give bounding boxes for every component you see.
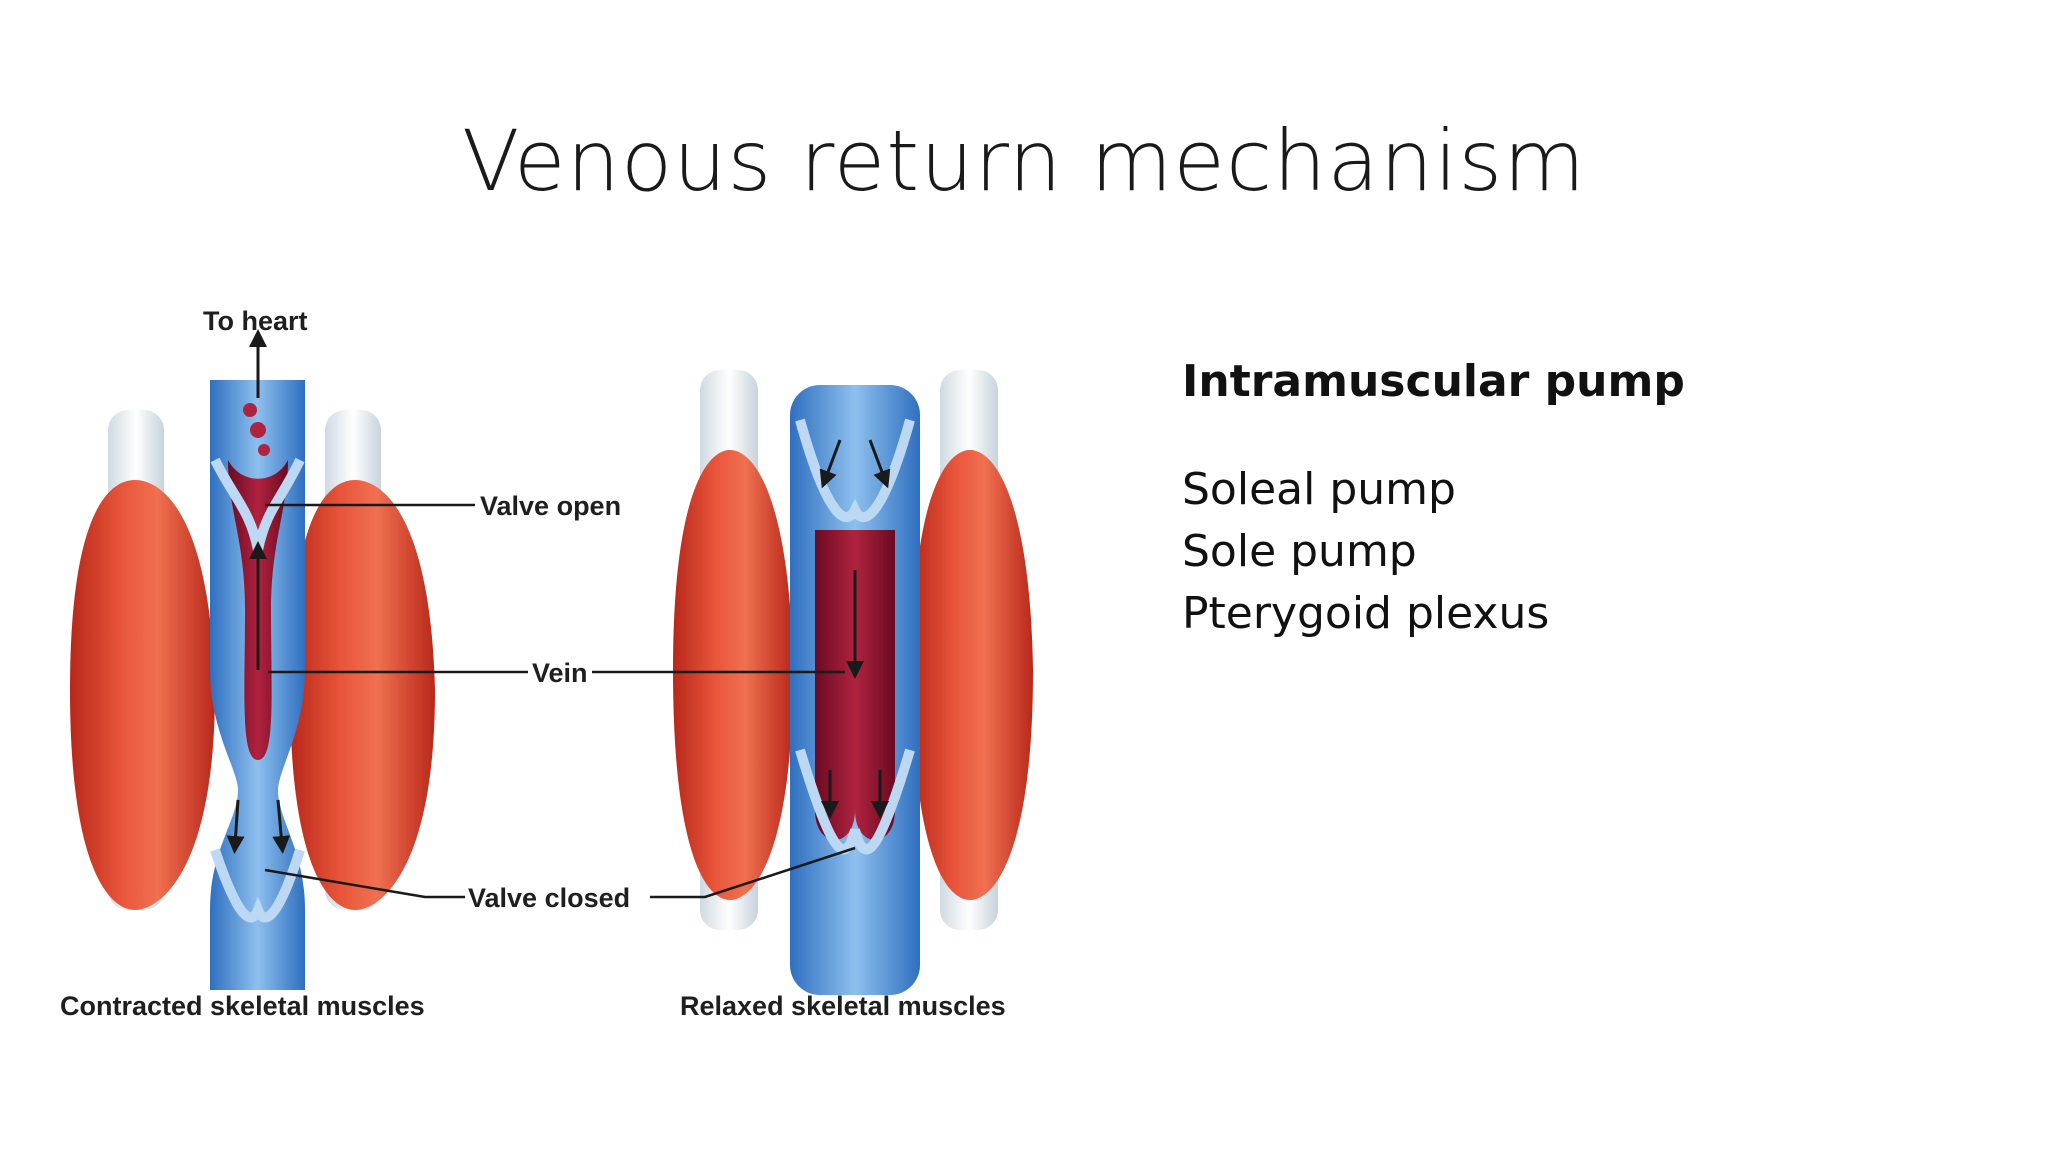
relaxed-muscle-left [673, 370, 793, 930]
list-item: Pterygoid plexus [1182, 583, 1962, 645]
panel-list: Soleal pump Sole pump Pterygoid plexus [1182, 459, 1962, 645]
venous-return-diagram: To heart Valve open Vein Valve closed Co… [50, 310, 1040, 1152]
slide-title: Venous return mechanism [0, 112, 2048, 210]
label-relaxed-muscles: Relaxed skeletal muscles [680, 991, 1006, 1021]
contracted-vein [210, 338, 305, 990]
list-item: Soleal pump [1182, 459, 1962, 521]
contracted-muscle-right [290, 410, 435, 910]
label-vein: Vein [532, 658, 588, 688]
venous-return-diagram-svg: To heart Valve open Vein Valve closed Co… [50, 310, 1040, 1152]
label-valve-open: Valve open [480, 491, 621, 521]
label-to-heart: To heart [203, 310, 308, 336]
list-item: Sole pump [1182, 521, 1962, 583]
text-panel: Intramuscular pump Soleal pump Sole pump… [1182, 356, 1962, 645]
label-valve-closed: Valve closed [468, 883, 630, 913]
contracted-muscle-left [70, 410, 215, 910]
panel-heading: Intramuscular pump [1182, 356, 1962, 407]
relaxed-vein [790, 385, 920, 995]
relaxed-muscle-right [912, 370, 1033, 930]
label-contracted-muscles: Contracted skeletal muscles [60, 991, 425, 1021]
